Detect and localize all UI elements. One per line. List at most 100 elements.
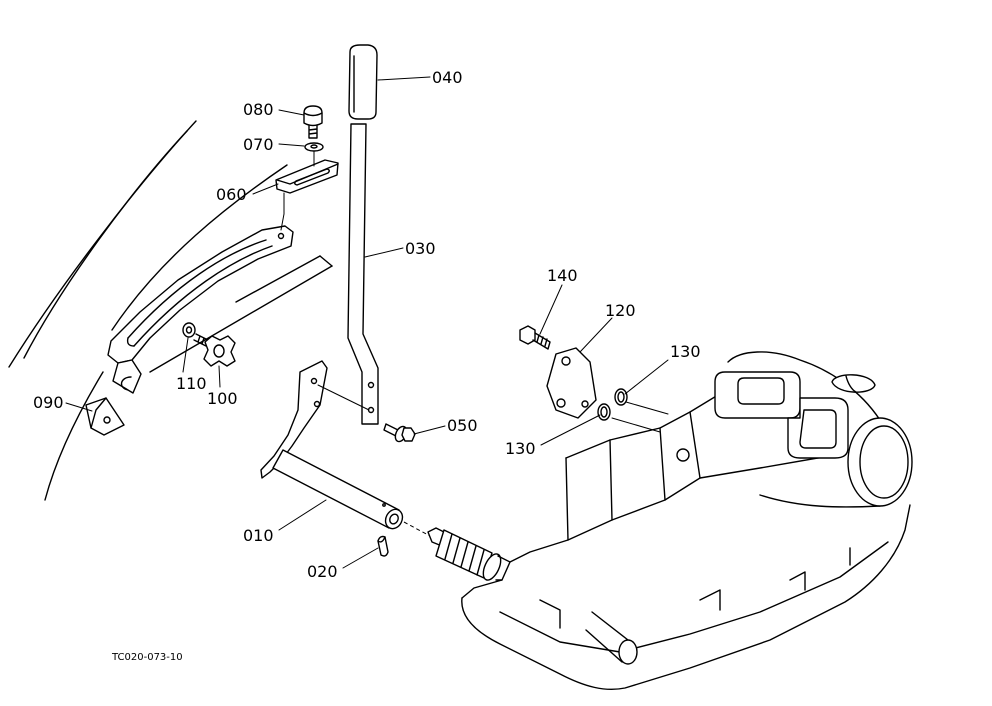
leader-lines [65,76,669,569]
washer-070 [304,142,324,167]
callout-030: 030 [405,239,436,258]
guide-tab-notch [120,376,132,391]
cylinder-knob-band [845,375,857,393]
panel-edge-curve [111,164,288,331]
transmission-housing [461,351,913,691]
housing-ribs [539,547,851,629]
leader-030 [364,247,404,258]
lever-030 [347,123,379,425]
callout-110: 110 [176,374,207,393]
shaft-tube-bore [389,513,399,525]
knob-bolt-head [203,335,236,367]
callout-080: 080 [243,100,274,119]
bolt-140-thread [536,334,548,347]
panel-rail-lower [149,265,333,373]
leader-100 [218,365,221,388]
shaft-centerline [403,521,431,537]
panel-rail-upper [235,255,321,303]
clip-slot [294,168,330,186]
cylinder-top-outline [727,351,881,421]
washer-070-outer [304,142,324,152]
shaft-alignment-line [317,384,370,411]
lever-bar [347,123,379,425]
o-ring-lower [597,403,611,421]
o-ring-lower-inner [600,406,608,418]
bolt-080-head-top [303,112,323,117]
cylinder-end-cap-rim [859,425,909,499]
leader-140 [539,284,563,335]
clamp-plate-body [85,397,125,436]
bolt-050 [383,423,416,443]
fender-edge-inner [23,130,188,359]
guide-plate [107,225,294,364]
knob-bolt-100 [193,333,236,367]
plate-hole-top [561,356,571,366]
clamp-plate-090 [85,397,125,436]
callout-140: 140 [547,266,578,285]
leader-070 [278,143,305,147]
spline-collar [482,553,502,581]
top-box-outer [714,371,801,419]
washer-110 [182,322,196,338]
leader-060 [252,183,279,195]
guide-slot-end [126,337,135,347]
callout-040: 040 [432,68,463,87]
callout-060: 060 [216,185,247,204]
callout-130-upper: 130 [670,342,701,361]
shaft-bracket-hole-upper [310,377,318,385]
pin-end [377,536,386,543]
cover-plate-120 [546,347,597,419]
shaft-pin-hole [382,503,386,507]
lever-knob-040 [348,44,378,120]
spline-shaft [403,521,502,581]
guide-slot-upper [127,239,267,339]
leader-090 [65,402,93,412]
housing-neck [495,555,511,581]
guide-lower-tab [112,359,142,394]
lever-hole-upper [367,381,375,389]
guide-mount-hole [277,232,285,240]
plate-body [546,347,597,419]
panel-rail-end [319,255,333,267]
shaft-010 [260,360,404,530]
housing-mid-ridge [499,541,889,653]
callout-130-lower: 130 [505,439,536,458]
pin-020 [377,535,389,557]
leader-130-lower [540,414,601,446]
bolt-080-thread [308,125,318,139]
clamp-plate-hole [103,416,111,424]
knob-bolt-hub [213,344,225,358]
top-box-inner [737,377,785,405]
clip-060 [275,159,339,231]
leader-080 [278,109,305,116]
housing-tube-end [618,639,638,665]
plate-alignment-rods [611,401,669,433]
washer-110-inner [185,326,193,334]
callout-020: 020 [307,562,338,581]
callout-050: 050 [447,416,478,435]
shaft-tube-end [384,508,404,530]
bolt-140 [519,325,551,350]
o-rings-130 [597,388,628,421]
leader-110 [182,337,189,373]
clamp-plate-bend [90,397,107,429]
callout-100: 100 [207,389,238,408]
bolt-050-shank [383,423,399,437]
leader-040 [377,76,431,81]
cylinder-end-cap [847,417,913,507]
lever-guide-bracket [107,225,294,394]
leader-120 [579,317,613,353]
shaft-bracket-hole-lower [313,400,321,408]
bolt-080 [303,105,323,139]
washer-110-outer [182,322,196,338]
washer-070-inner [310,144,318,149]
spline-ridges [444,533,485,576]
plate-hole-bottom-right [581,400,589,408]
o-ring-upper [614,388,628,406]
leader-050 [413,425,446,435]
o-ring-upper-inner [617,391,625,403]
leader-010 [278,499,327,531]
callout-010: 010 [243,526,274,545]
